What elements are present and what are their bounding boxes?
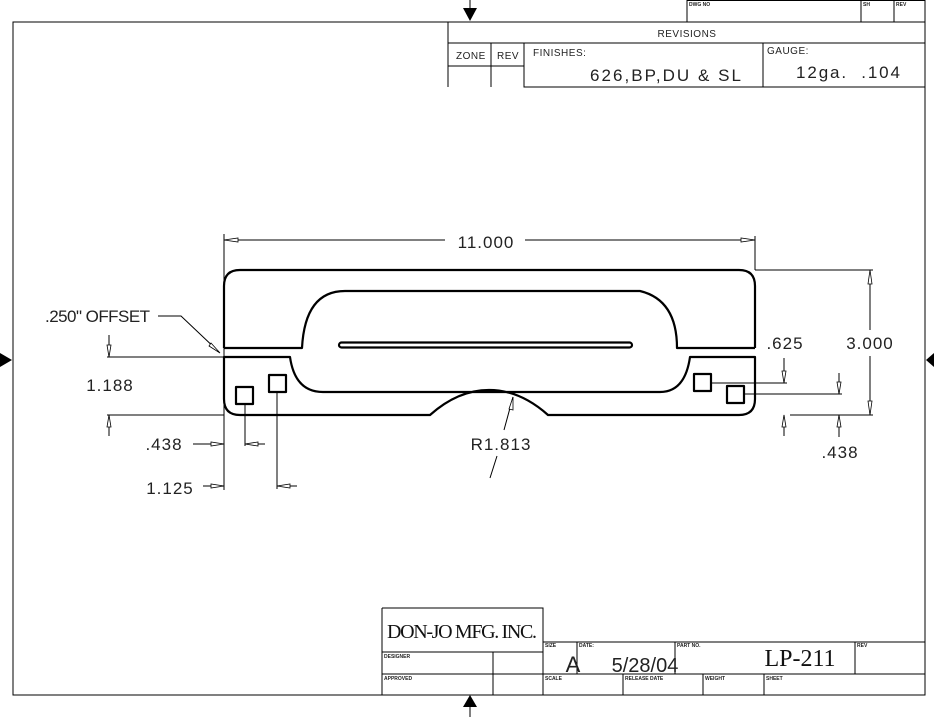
finishes-value: 626,BP,DU & SL xyxy=(590,66,742,85)
approved-label: APPROVED xyxy=(384,676,412,682)
finishes-label: FINISHES: xyxy=(533,48,586,59)
hole xyxy=(234,385,255,406)
bottom-center-marker-icon xyxy=(463,695,477,707)
gauge-label: GAUGE: xyxy=(767,46,809,57)
offset-note: .250" OFFSET xyxy=(45,307,151,326)
dim-overall-length: 11.000 xyxy=(458,233,515,252)
dim-right-hole-2: .438 xyxy=(821,443,858,462)
sh-label: SH xyxy=(863,2,870,8)
dim-left-height: 1.188 xyxy=(86,376,134,395)
hole xyxy=(692,372,713,393)
revisions-title: REVISIONS xyxy=(658,29,717,40)
zone-header: ZONE xyxy=(456,51,486,62)
dim-overall-height: 3.000 xyxy=(846,334,894,353)
dimension-lines: 11.000 3.000 .625 .438 1.188 .438 1.125 xyxy=(45,233,894,498)
date-label: DATE: xyxy=(579,643,594,649)
right-center-marker-icon xyxy=(926,353,934,367)
rev-label: REV xyxy=(896,2,907,8)
sheet-label: SHEET xyxy=(766,676,783,682)
size-value: A xyxy=(566,652,581,677)
hole xyxy=(725,384,746,405)
designer-label: DESIGNER xyxy=(384,654,411,660)
weight-label: WEIGHT xyxy=(705,676,725,682)
hole xyxy=(267,373,288,394)
dim-left-hole-1: .438 xyxy=(145,435,182,454)
size-label: SIZE xyxy=(545,643,557,649)
dim-radius: R1.813 xyxy=(471,435,532,454)
part-no-label: PART NO. xyxy=(677,643,701,649)
company-name: DON-JO MFG. INC. xyxy=(387,621,537,643)
dim-left-hole-2: 1.125 xyxy=(146,479,194,498)
rev-header: REV xyxy=(497,51,519,62)
rev-label: REV xyxy=(857,643,868,649)
dim-right-hole-1: .625 xyxy=(766,334,803,353)
dwg-no-box: DWG NO SH REV xyxy=(686,0,926,22)
release-date-label: RELEASE DATE xyxy=(625,676,664,682)
slot xyxy=(337,341,634,349)
left-center-marker-icon xyxy=(0,353,12,367)
dwg-no-label: DWG NO xyxy=(689,2,710,8)
part-outline xyxy=(222,268,757,417)
top-center-marker-icon xyxy=(463,8,477,21)
gauge-value: 12ga. .104 xyxy=(796,63,901,82)
scale-label: SCALE xyxy=(545,676,563,682)
revisions-table: REVISIONS ZONE REV FINISHES: 626,BP,DU &… xyxy=(447,22,925,88)
title-block: DON-JO MFG. INC. DESIGNER APPROVED SIZE … xyxy=(381,607,925,695)
part-no-value: LP-211 xyxy=(764,646,835,672)
date-value: 5/28/04 xyxy=(612,655,679,677)
